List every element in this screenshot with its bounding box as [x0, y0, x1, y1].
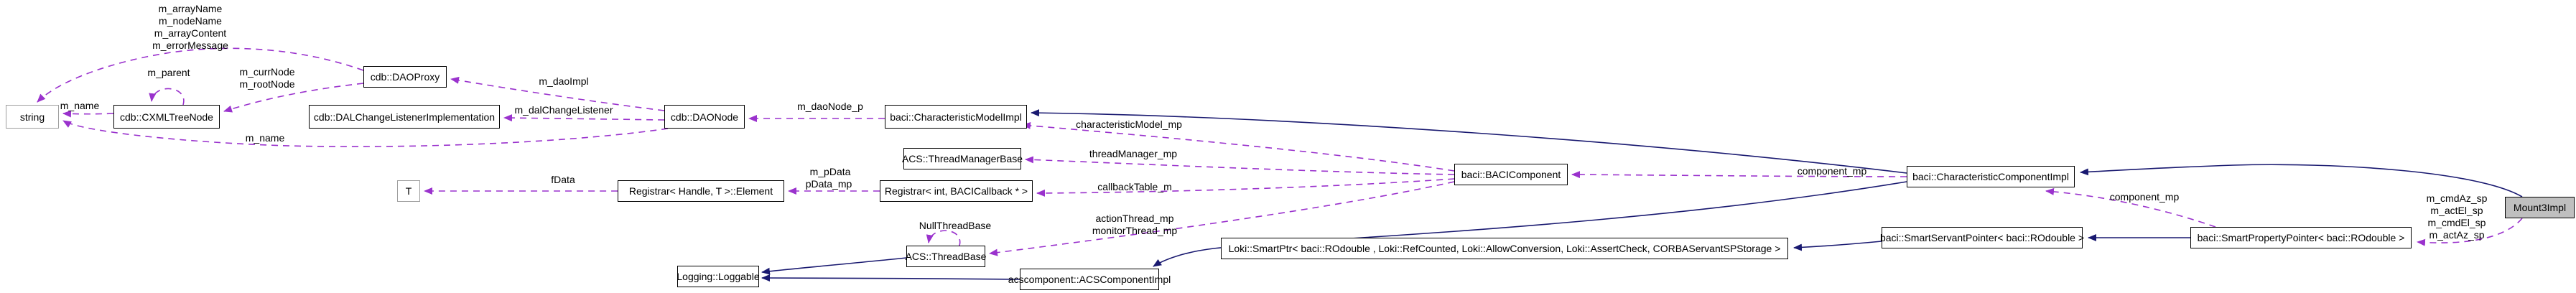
edge-label-m-errormessage: m_errorMessage: [152, 39, 228, 51]
node-string[interactable]: string: [6, 105, 59, 129]
edge-characteristicmodel-mp: [1022, 121, 1455, 172]
edge-label-actionthread-mp: actionThread_mp: [1095, 213, 1174, 224]
node-cdb-daonode[interactable]: cdb::DAONode: [664, 105, 745, 129]
edge-callbacktable-m: [1036, 178, 1455, 197]
edge-inherit-charcomp-charmodel: [1031, 109, 1907, 174]
node-acscomponent-acscomponentimpl[interactable]: acscomponent::ACSComponentImpl: [1008, 269, 1171, 290]
edge-label-component-mp-2: component_mp: [2109, 191, 2180, 203]
edge-label-m-actel-sp: m_actEl_sp: [2430, 205, 2483, 216]
edge-threadmanager-mp: [1025, 156, 1455, 175]
node-loki-smartptr[interactable]: Loki::SmartPtr< baci::ROdouble , Loki::R…: [1221, 238, 1788, 259]
edge-label-nullthreadbase: NullThreadBase: [919, 220, 992, 231]
node-baci-characteristiccomponentimpl[interactable]: baci::CharacteristicComponentImpl: [1907, 166, 2075, 187]
edge-label-m-pdata: m_pData: [809, 166, 851, 177]
edge-label-m-rootnode: m_rootNode: [239, 78, 295, 90]
edge-label-characteristicmodel-mp: characteristicModel_mp: [1076, 118, 1182, 130]
edge-label-m-arraycontent: m_arrayContent: [154, 27, 227, 39]
edge-label-m-cmdel-sp: m_cmdEl_sp: [2427, 217, 2486, 228]
edge-inherit-smartservant-loki: [1793, 241, 1882, 251]
node-baci-bacicomponent[interactable]: baci::BACIComponent: [1454, 164, 1568, 185]
edge-label-m-nodename: m_nodeName: [159, 15, 222, 27]
edge-label-m-name-tree: m_name: [60, 100, 100, 111]
node-cdb-cxmltreenode[interactable]: cdb::CXMLTreeNode: [113, 105, 220, 129]
edge-nullthreadbase-self-loop: [926, 230, 961, 246]
edge-m-parent-self-loop: [149, 88, 185, 106]
edge-m-name-tree-to-string: [62, 110, 114, 118]
edge-m-daoimpl: [450, 76, 665, 111]
node-cdb-daoproxy[interactable]: cdb::DAOProxy: [363, 66, 447, 88]
edge-label-m-dalchangelistener: m_dalChangeListener: [514, 104, 613, 116]
edge-label-m-arrayname: m_arrayName: [158, 3, 223, 14]
edge-currnode-rootnode: [223, 83, 364, 113]
edge-label-pdata-mp: pData_mp: [805, 178, 852, 190]
edge-action-monitor-thread: [989, 181, 1455, 256]
node-t-template-param[interactable]: T: [397, 180, 420, 202]
edge-component-mp-1: [1571, 171, 1907, 179]
edge-inherit-threadbase-loggable: [761, 257, 907, 275]
edge-label-m-parent: m_parent: [147, 67, 190, 78]
edge-m-dalchangelistener: [503, 114, 665, 122]
edge-proxy-string-fields: [37, 47, 364, 103]
edge-label-m-name-daonode: m_name: [245, 132, 285, 144]
edge-component-mp-2: [2045, 187, 2216, 228]
edge-m-name-daonode-to-string: [62, 120, 669, 147]
node-registrar-int-bacicallback[interactable]: Registrar< int, BACICallback * >: [880, 180, 1033, 202]
edge-label-m-cmdaz-sp: m_cmdAz_sp: [2426, 192, 2488, 204]
node-baci-smartservantpointer[interactable]: baci::SmartServantPointer< baci::ROdoubl…: [1880, 227, 2084, 248]
edge-label-threadmanager-mp: threadManager_mp: [1089, 148, 1178, 159]
node-registrar-handle-t-element[interactable]: Registrar< Handle, T >::Element: [618, 180, 784, 202]
edge-inherit-mount-charcomp: [2080, 164, 2523, 197]
edge-label-fdata: fData: [551, 174, 575, 185]
edge-label-m-actaz-sp: m_actAz_sp: [2429, 229, 2485, 241]
edge-label-component-mp-1: component_mp: [1797, 165, 1867, 177]
node-acs-threadmanagerbase[interactable]: ACS::ThreadManagerBase: [902, 148, 1023, 169]
edge-label-m-daoimpl: m_daoImpl: [539, 75, 589, 87]
node-mount3impl-main: Mount3Impl: [2505, 197, 2575, 218]
edge-inherit-acscomp-loggable: [761, 274, 1020, 282]
node-baci-smartpropertypointer[interactable]: baci::SmartPropertyPointer< baci::ROdoub…: [2190, 227, 2412, 248]
node-baci-characteristicmodelimpl[interactable]: baci::CharacteristicModelImpl: [885, 105, 1027, 129]
edge-label-monitorthread-mp: monitorThread_mp: [1092, 225, 1178, 236]
edge-label-m-currnode: m_currNode: [239, 66, 295, 78]
edge-label-m-daonode-p: m_daoNode_p: [797, 101, 863, 112]
node-logging-loggable[interactable]: Logging::Loggable: [676, 266, 760, 287]
edge-mount-property-pointers: [2417, 218, 2523, 246]
node-acs-threadbase[interactable]: ACS::ThreadBase: [906, 246, 986, 267]
edge-label-callbacktable-m: callbackTable_m: [1097, 181, 1172, 192]
node-cdb-dalchangelistenerimplementation[interactable]: cdb::DALChangeListenerImplementation: [309, 105, 500, 129]
